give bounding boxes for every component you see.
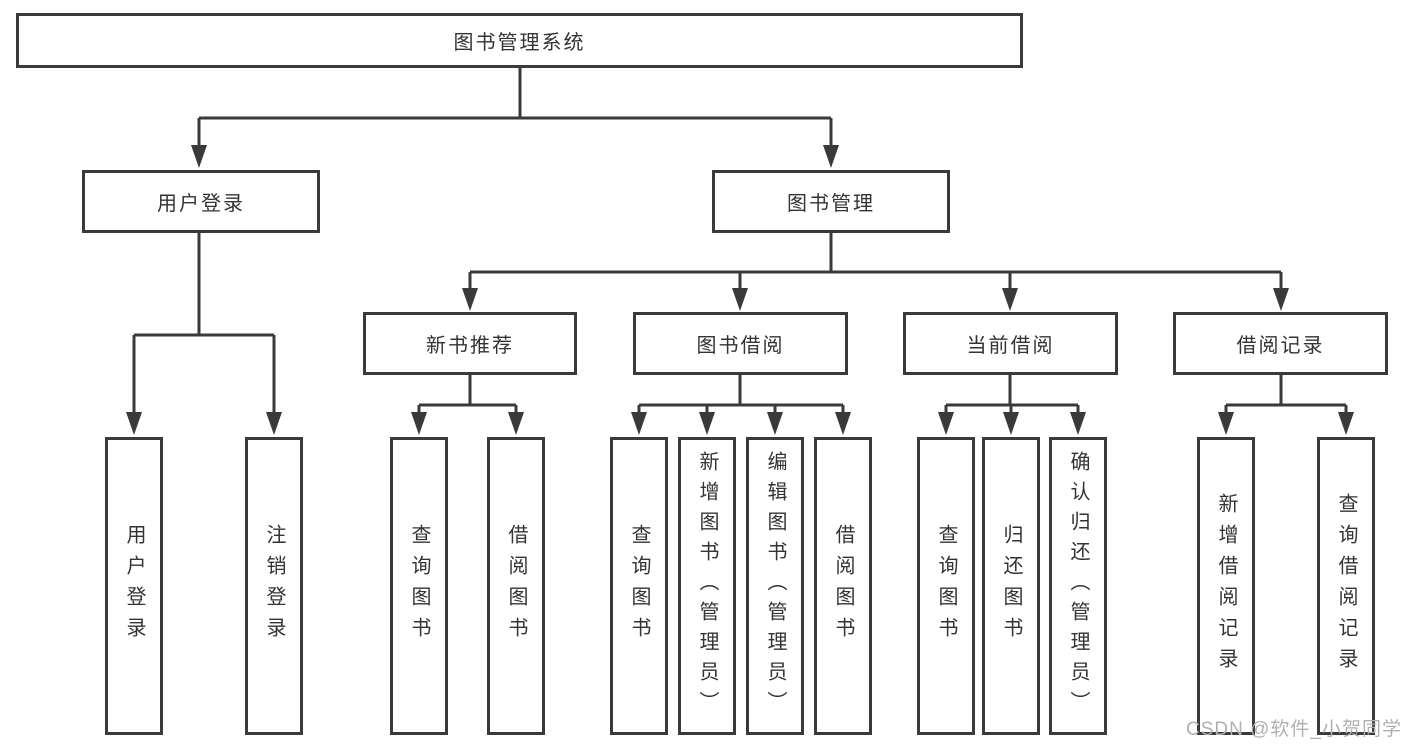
leaf-nb-query-books: 查询图书 (390, 437, 448, 735)
node-label: 归还图书 (1000, 524, 1022, 648)
node-root: 图书管理系统 (16, 13, 1023, 68)
node-label: 确认归还（管理员） (1067, 451, 1089, 721)
leaf-cb-return-books: 归还图书 (982, 437, 1040, 735)
node-label: 用户登录 (123, 524, 145, 648)
leaf-cb-confirm-return: 确认归还（管理员） (1049, 437, 1107, 735)
node-label: 新增借阅记录 (1215, 493, 1237, 679)
node-label: 编辑图书（管理员） (764, 451, 786, 721)
node-label: 新增图书（管理员） (696, 451, 718, 721)
node-label: 借阅记录 (1236, 335, 1325, 357)
node-label: 查询图书 (628, 524, 650, 648)
leaf-nb-borrow-books: 借阅图书 (487, 437, 545, 735)
node-label: 借阅图书 (505, 524, 527, 648)
leaf-bb-edit-books: 编辑图书（管理员） (746, 437, 804, 735)
node-new-books: 新书推荐 (363, 312, 577, 375)
leaf-bb-add-books: 新增图书（管理员） (678, 437, 736, 735)
leaf-user-login: 用户登录 (105, 437, 163, 735)
leaf-bb-query-books: 查询图书 (610, 437, 668, 735)
node-borrowing-records: 借阅记录 (1173, 312, 1388, 375)
node-label: 用户登录 (157, 193, 245, 215)
node-label: 图书管理 (787, 193, 875, 215)
arrowheads (126, 145, 1354, 435)
leaf-cb-query-books: 查询图书 (917, 437, 975, 735)
node-label: 新书推荐 (426, 335, 514, 357)
leaf-bb-borrow-books: 借阅图书 (814, 437, 872, 735)
leaf-br-add-record: 新增借阅记录 (1197, 437, 1255, 735)
node-current-borrowing: 当前借阅 (903, 312, 1118, 375)
node-label: 借阅图书 (832, 524, 854, 648)
node-label: 查询图书 (935, 524, 957, 648)
leaf-logout: 注销登录 (245, 437, 303, 735)
node-label: 查询图书 (408, 524, 430, 648)
node-label: 图书借阅 (696, 335, 785, 357)
csdn-watermark: CSDN @软件_小贺同学 (1186, 719, 1402, 740)
node-label: 当前借阅 (966, 335, 1055, 357)
node-user-login: 用户登录 (82, 170, 320, 233)
node-label: 图书管理系统 (453, 32, 586, 54)
node-label: 注销登录 (263, 524, 285, 648)
leaf-br-query-record: 查询借阅记录 (1317, 437, 1375, 735)
node-book-borrowing: 图书借阅 (633, 312, 848, 375)
node-book-management: 图书管理 (712, 170, 950, 233)
node-label: 查询借阅记录 (1335, 493, 1357, 679)
